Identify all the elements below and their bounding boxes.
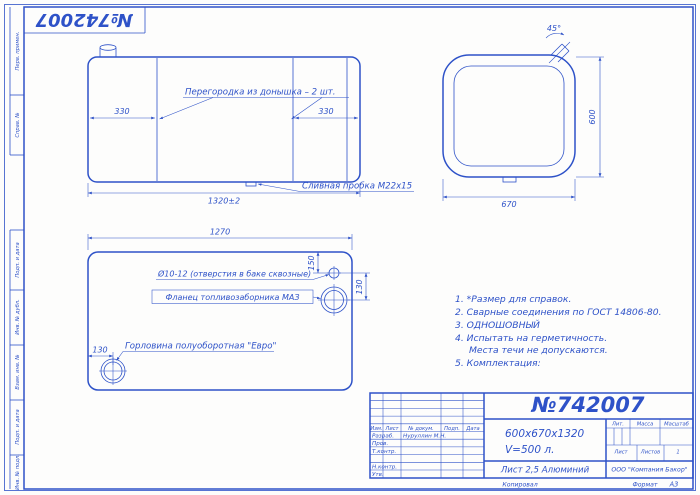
svg-text:130: 130: [92, 346, 107, 355]
sheets-count: 1: [676, 450, 679, 456]
dim-670: 670: [442, 179, 576, 209]
dim-330-right: 330: [295, 107, 358, 120]
margin-label-inv-podl: Инв. № подл.: [15, 454, 21, 490]
corner-stamp-number: №742007: [35, 9, 133, 30]
note-3: 3. ОДНОШОВНЫЙ: [455, 319, 540, 331]
dim-150: 150: [307, 252, 329, 274]
svg-text:Масса: Масса: [637, 422, 654, 428]
margin-label-sprav: Справ. №: [15, 112, 21, 137]
note-5: 5. Комплектация:: [455, 358, 541, 369]
sheet-frame: Перв. примен. Справ. № Подп. и дата Инв.…: [4, 4, 696, 491]
svg-text:130: 130: [355, 279, 364, 294]
svg-text:Т.контр.: Т.контр.: [372, 449, 396, 455]
dim-1320: 1320±2: [87, 183, 361, 206]
svg-text:Сливная пробка М22х15: Сливная пробка М22х15: [302, 182, 412, 192]
filler-neck-top: [99, 44, 117, 57]
title-block-grid: [370, 393, 693, 478]
dim-130-right: 130: [340, 272, 370, 301]
corner-stamp-box: [24, 7, 146, 34]
format-label: Формат: [632, 482, 657, 489]
callout-neck: Горловина полуоборотная "Евро": [116, 342, 276, 361]
callout-flange: Фланец топливозаборника МАЗ: [151, 289, 321, 304]
svg-text:№ докум.: № докум.: [407, 426, 434, 432]
side-view: 45° 600 670: [442, 24, 604, 209]
tank-side-outline: [442, 54, 576, 178]
tank-bottom-outline: [87, 251, 353, 391]
svg-text:Лист: Лист: [613, 450, 628, 456]
svg-text:Подп.: Подп.: [444, 426, 460, 432]
through-hole: [327, 266, 341, 280]
svg-text:150: 150: [307, 255, 316, 270]
svg-text:Ø10-12 (отверстия в баке сквоз: Ø10-12 (отверстия в баке сквозные): [157, 269, 311, 279]
svg-text:45°: 45°: [547, 24, 561, 33]
svg-text:Перегородка из донышка – 2 шт.: Перегородка из донышка – 2 шт.: [185, 88, 335, 98]
svg-text:Лист: Лист: [384, 426, 399, 432]
svg-text:Горловина полуоборотная "Евро": Горловина полуоборотная "Евро": [125, 342, 276, 352]
svg-text:Пров.: Пров.: [372, 441, 388, 447]
svg-text:Масштаб: Масштаб: [664, 422, 689, 428]
tank-volume: V=500 л.: [505, 444, 554, 456]
bottom-margin-strip: Копировал Формат А3: [502, 481, 678, 489]
svg-text:330: 330: [114, 107, 129, 116]
svg-text:Н.контр.: Н.контр.: [372, 464, 397, 470]
note-2: 2. Сварные соединения по ГОСТ 14806-80.: [455, 307, 662, 318]
copied-label: Копировал: [502, 482, 537, 489]
dim-1270: 1270: [87, 228, 353, 250]
svg-text:330: 330: [318, 107, 333, 116]
svg-text:1270: 1270: [210, 228, 230, 237]
tank-dimensions: 600х670х1320: [505, 428, 585, 440]
dim-45-angle: 45°: [545, 24, 565, 39]
margin-label-perv-primen: Перв. примен.: [15, 32, 21, 71]
callout-holes: Ø10-12 (отверстия в баке сквозные): [156, 269, 330, 280]
dim-330-left: 330: [90, 107, 155, 120]
note-4: 4. Испытать на герметичность.: [455, 333, 607, 344]
fuel-flange: [318, 284, 350, 316]
margin-label-inv-dubl: Инв. № дубл.: [15, 299, 21, 335]
svg-text:Листов: Листов: [640, 450, 660, 456]
format-value: А3: [669, 481, 679, 489]
tank-side-inner: [453, 65, 565, 167]
side-bottom-tab: [502, 176, 517, 183]
callout-drain-plug: Сливная пробка М22х15: [257, 182, 414, 192]
technical-notes: 1. *Размер для справок. 2. Сварные соеди…: [455, 294, 662, 369]
svg-text:Лит.: Лит.: [611, 422, 624, 428]
svg-text:670: 670: [501, 200, 516, 209]
note-1: 1. *Размер для справок.: [455, 294, 571, 305]
drain-plug-stub: [245, 181, 257, 187]
svg-text:Фланец топливозаборника МАЗ: Фланец топливозаборника МАЗ: [165, 293, 299, 302]
note-4b: Места течи не допускаются.: [469, 345, 608, 356]
svg-text:Дата: Дата: [465, 426, 479, 432]
callout-partition: Перегородка из донышка – 2 шт.: [159, 88, 349, 120]
margin-label-podp-data-2: Подп. и дата: [15, 409, 21, 444]
svg-text:Изм.: Изм.: [370, 426, 382, 432]
revision-header-row: Изм. Лист № докум. Подп. Дата: [370, 426, 479, 432]
margin-label-podp-data-1: Подп. и дата: [15, 242, 21, 277]
material-spec: Лист 2,5 Алюминий: [500, 466, 590, 476]
svg-text:Утв.: Утв.: [372, 472, 384, 478]
svg-text:600: 600: [588, 109, 597, 124]
lit-mass-scale-cells: Лит. Масса Масштаб Лист Листов 1: [611, 422, 690, 456]
svg-text:Разраб.: Разраб.: [372, 434, 394, 440]
margin-label-vzam-inv: Взам. инв. №: [15, 354, 21, 389]
signature-rows: Разраб. Нуруллин М.Н. Пров. Т.контр. Н.к…: [372, 434, 446, 479]
tank-front-outline: [87, 56, 361, 183]
dim-130-left: 130: [88, 346, 114, 365]
company-name: ООО "Компания Бакор": [611, 467, 687, 474]
dim-600: 600: [576, 56, 604, 178]
left-margin-cells: [9, 7, 24, 489]
doc-number: №742007: [531, 393, 645, 417]
corner-nozzle: [548, 41, 571, 64]
bottom-view: 1270 150 130: [87, 228, 370, 391]
svg-text:1320±2: 1320±2: [208, 197, 240, 206]
designer-name: Нуруллин М.Н.: [403, 434, 446, 440]
front-view: 330 330 1320±2 Перегородка из донышка – …: [87, 44, 414, 206]
title-block: №742007 600х670х1320 V=500 л. Лист 2,5 А…: [369, 392, 694, 479]
